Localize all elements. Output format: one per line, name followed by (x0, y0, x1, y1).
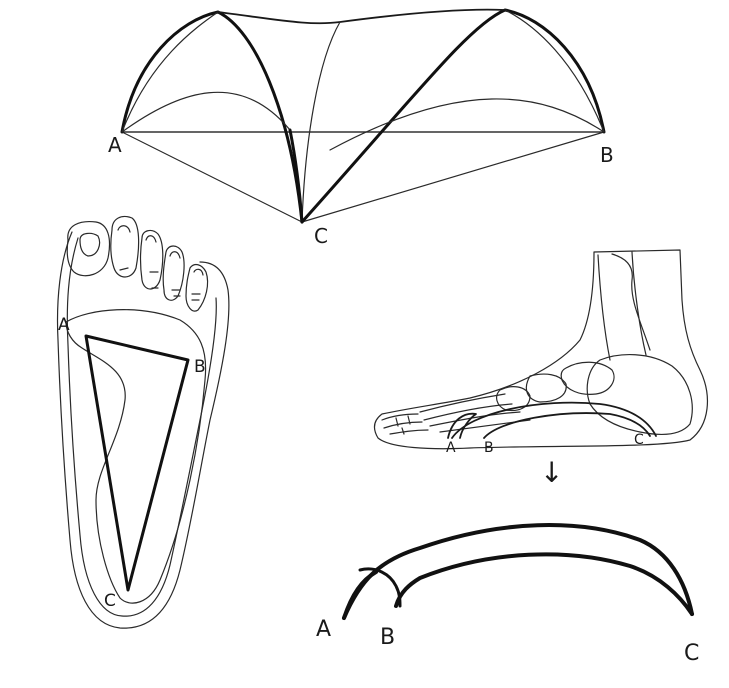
vault-left-rib (121, 11, 219, 133)
isolated-arch: A B C (316, 523, 699, 666)
big-toenail (79, 232, 101, 257)
vault-label-c: C (314, 224, 328, 248)
sole-label-c: C (104, 591, 116, 611)
third-toenail (145, 235, 157, 243)
vault-label-b: B (600, 143, 614, 167)
side-label-b: B (484, 440, 494, 456)
down-arrow-icon: ↓ (540, 456, 563, 489)
sole-triangle (84, 334, 190, 592)
fifth-toenail (193, 268, 204, 276)
vault-right-arch (300, 8, 606, 224)
foot-side-outline (373, 249, 709, 450)
foot-side-view: A B C (373, 249, 709, 456)
second-toenail (117, 225, 131, 233)
cuneiform (496, 386, 531, 412)
foot-sole-outline (56, 231, 230, 629)
phalanges (381, 413, 429, 435)
side-label-a: A (446, 440, 456, 456)
vault-left-arch (120, 10, 304, 224)
fourth-toenail (169, 251, 181, 259)
side-arch-inner (483, 412, 651, 439)
vault-structure: A B C (108, 8, 614, 248)
metatarsals (419, 393, 531, 433)
vault-central-rib (301, 21, 341, 223)
vault-c-rib (288, 128, 304, 224)
fifth-toe (185, 263, 209, 312)
arch-inner-curve (394, 552, 694, 616)
side-label-c: C (634, 432, 644, 448)
foot-sole-view: A B C (56, 215, 230, 629)
vault-right-rib (504, 9, 605, 133)
calcaneus (586, 354, 693, 435)
vault-left-inner-rib (121, 91, 291, 133)
arch-label-a: A (316, 617, 331, 642)
vault-right-inner-rib (329, 98, 605, 151)
side-arch-front (447, 412, 477, 439)
arch-front-left (342, 570, 378, 620)
vault-base-triangle (121, 131, 605, 223)
phalanx-joints (395, 415, 411, 435)
sole-label-a: A (58, 315, 70, 335)
navicular (525, 373, 567, 403)
third-toe (139, 229, 164, 290)
vault-label-a: A (108, 133, 122, 157)
big-toe (66, 220, 111, 277)
leg-bones (597, 251, 651, 361)
arch-label-b: B (380, 625, 395, 650)
fourth-toe (162, 245, 185, 301)
side-arch-outer (451, 401, 657, 439)
toe-creases (119, 267, 201, 301)
talus (560, 361, 615, 395)
sole-label-b: B (194, 357, 206, 377)
foot-sole-inner-outline (66, 237, 217, 617)
arch-front-cap (358, 567, 402, 608)
vault-ridge (217, 8, 506, 25)
second-toe (110, 215, 140, 278)
sole-contact-outline (65, 309, 207, 604)
arch-label-c: C (684, 641, 699, 666)
